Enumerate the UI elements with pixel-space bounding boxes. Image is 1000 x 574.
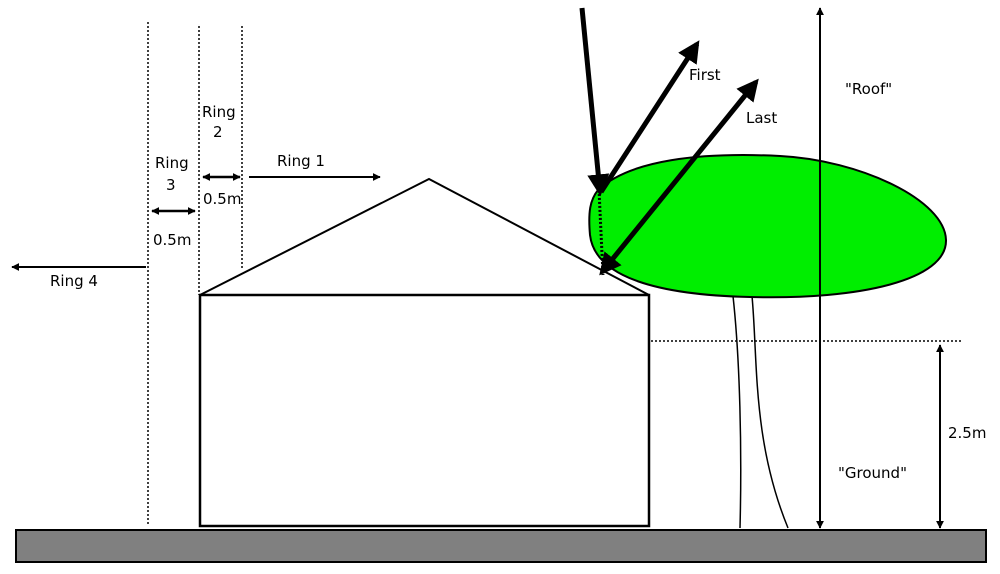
tree-canopy bbox=[588, 154, 948, 299]
ring4-label: Ring 4 bbox=[50, 272, 98, 290]
height-label: 2.5m bbox=[948, 424, 986, 442]
ground-strip bbox=[15, 529, 987, 563]
house-roof bbox=[199, 177, 650, 296]
first-return-label: First bbox=[689, 66, 721, 84]
ring3-label-line2: 3 bbox=[166, 176, 176, 194]
ring2-label-line1: Ring bbox=[202, 103, 236, 121]
ring1-label: Ring 1 bbox=[277, 152, 325, 170]
ring3-label-line1: Ring bbox=[155, 154, 189, 172]
ring2-width-label: 0.5m bbox=[203, 190, 241, 208]
ring2-label-line2: 2 bbox=[213, 123, 223, 141]
house-body bbox=[198, 293, 651, 528]
roof-label: "Roof" bbox=[845, 80, 892, 98]
last-return-label: Last bbox=[746, 109, 777, 127]
incoming-pulse-arrow bbox=[579, 7, 610, 197]
ring3-width-label: 0.5m bbox=[153, 231, 191, 249]
last-return-arrow bbox=[599, 78, 759, 276]
ground-label: "Ground" bbox=[838, 464, 907, 482]
tree-trunk bbox=[732, 295, 789, 529]
